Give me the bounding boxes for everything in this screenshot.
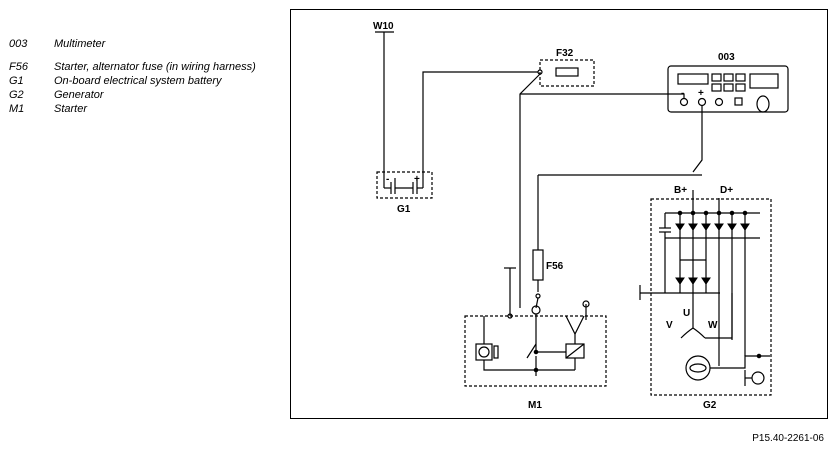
- regulator-rotor: [689, 363, 707, 373]
- multimeter-key: [711, 83, 722, 92]
- brush-holder: [751, 371, 765, 385]
- diagram-frame: [290, 9, 828, 419]
- multimeter-dial: [756, 95, 770, 113]
- diode: [688, 223, 698, 231]
- legend-code: M1: [9, 103, 25, 115]
- figure-reference: P15.40-2261-06: [752, 433, 824, 444]
- legend-code: G1: [9, 75, 24, 87]
- legend-code: F56: [9, 61, 28, 73]
- junction: [690, 210, 696, 216]
- u-label: U: [683, 308, 690, 319]
- legend-item-f56: F56 Starter, alternator fuse (in wiring …: [9, 61, 279, 74]
- starter-switch: [526, 343, 537, 359]
- junction: [533, 349, 539, 355]
- starter-solenoid-diag: [565, 343, 585, 359]
- legend-item-003: 003 Multimeter: [9, 38, 279, 51]
- f32-battery-wire: [422, 71, 538, 188]
- legend-text: Generator: [54, 89, 104, 101]
- starter-ground: [483, 360, 575, 371]
- battery-box: [376, 171, 433, 199]
- diode: [701, 223, 711, 231]
- multimeter-key: [723, 73, 734, 82]
- legend-item-g1: G1 On-board electrical system battery: [9, 75, 279, 88]
- junction: [729, 210, 735, 216]
- diode: [740, 223, 750, 231]
- multimeter-bplus-wire: [692, 106, 703, 173]
- multimeter-display-2: [749, 73, 779, 89]
- multimeter-ground-wire: [520, 93, 685, 98]
- junction: [677, 210, 683, 216]
- legend-text: On-board electrical system battery: [54, 75, 222, 87]
- f32-fuse-element: [555, 67, 579, 77]
- multimeter-display: [677, 73, 709, 85]
- f32-label: F32: [556, 48, 574, 59]
- multimeter-jack: [714, 97, 724, 107]
- junction: [716, 210, 722, 216]
- junction: [533, 367, 539, 373]
- f32-starter-wire: [519, 73, 541, 308]
- starter-pull-in: [565, 315, 585, 336]
- stator-winding-v: [680, 327, 694, 339]
- v-label: V: [666, 320, 673, 331]
- legend: 003 Multimeter F56 Starter, alternator f…: [9, 38, 279, 117]
- multimeter-label: 003: [718, 52, 735, 63]
- f56-terminal: [535, 293, 541, 299]
- legend-text: Starter, alternator fuse (in wiring harn…: [54, 61, 256, 73]
- diode: [714, 223, 724, 231]
- multimeter-key: [723, 83, 734, 92]
- multimeter-key: [735, 83, 746, 92]
- dplus-label: D+: [720, 185, 733, 196]
- legend-text: Multimeter: [54, 38, 106, 50]
- legend-text: Starter: [54, 103, 88, 115]
- legend-code: 003: [9, 38, 28, 50]
- diode: [688, 277, 698, 285]
- starter-label: M1: [528, 400, 542, 411]
- starter-terminal-top: [582, 300, 590, 308]
- f32-fuse-box: [539, 59, 595, 87]
- stator-w-lead: [705, 293, 733, 339]
- w-label: W: [708, 320, 718, 331]
- starter-motor: [475, 343, 493, 361]
- legend-item-m1: M1 Starter: [9, 103, 279, 116]
- junction: [742, 210, 748, 216]
- stator-winding-w: [692, 327, 706, 339]
- meter-minus-label: -: [681, 88, 684, 99]
- meter-plus-label: +: [698, 88, 704, 99]
- f56-fuse: [532, 249, 544, 281]
- generator-label: G2: [703, 400, 717, 411]
- starter-terminal-30: [507, 313, 513, 319]
- multimeter-key: [711, 73, 722, 82]
- junction: [703, 210, 709, 216]
- bplus-label: B+: [674, 185, 687, 196]
- diode: [675, 223, 685, 231]
- battery-plus-label: +: [414, 174, 420, 185]
- generator-box: [650, 198, 772, 396]
- diode: [675, 277, 685, 285]
- f56-label: F56: [546, 261, 564, 272]
- legend-code: G2: [9, 89, 24, 101]
- battery-minus-label: -: [386, 174, 389, 185]
- legend-item-g2: G2 Generator: [9, 89, 279, 102]
- starter-armature: [478, 346, 490, 358]
- w10-label: W10: [373, 21, 394, 32]
- battery-label: G1: [397, 204, 411, 215]
- multimeter-key: [735, 73, 746, 82]
- multimeter-body: [667, 65, 789, 113]
- multimeter-minus-jack: [679, 97, 689, 107]
- multimeter-button: [734, 97, 743, 106]
- regulator-feed: [710, 355, 770, 369]
- diode: [727, 223, 737, 231]
- starter-brush: [493, 345, 499, 359]
- diode: [701, 277, 711, 285]
- multimeter-plus-jack: [697, 97, 707, 107]
